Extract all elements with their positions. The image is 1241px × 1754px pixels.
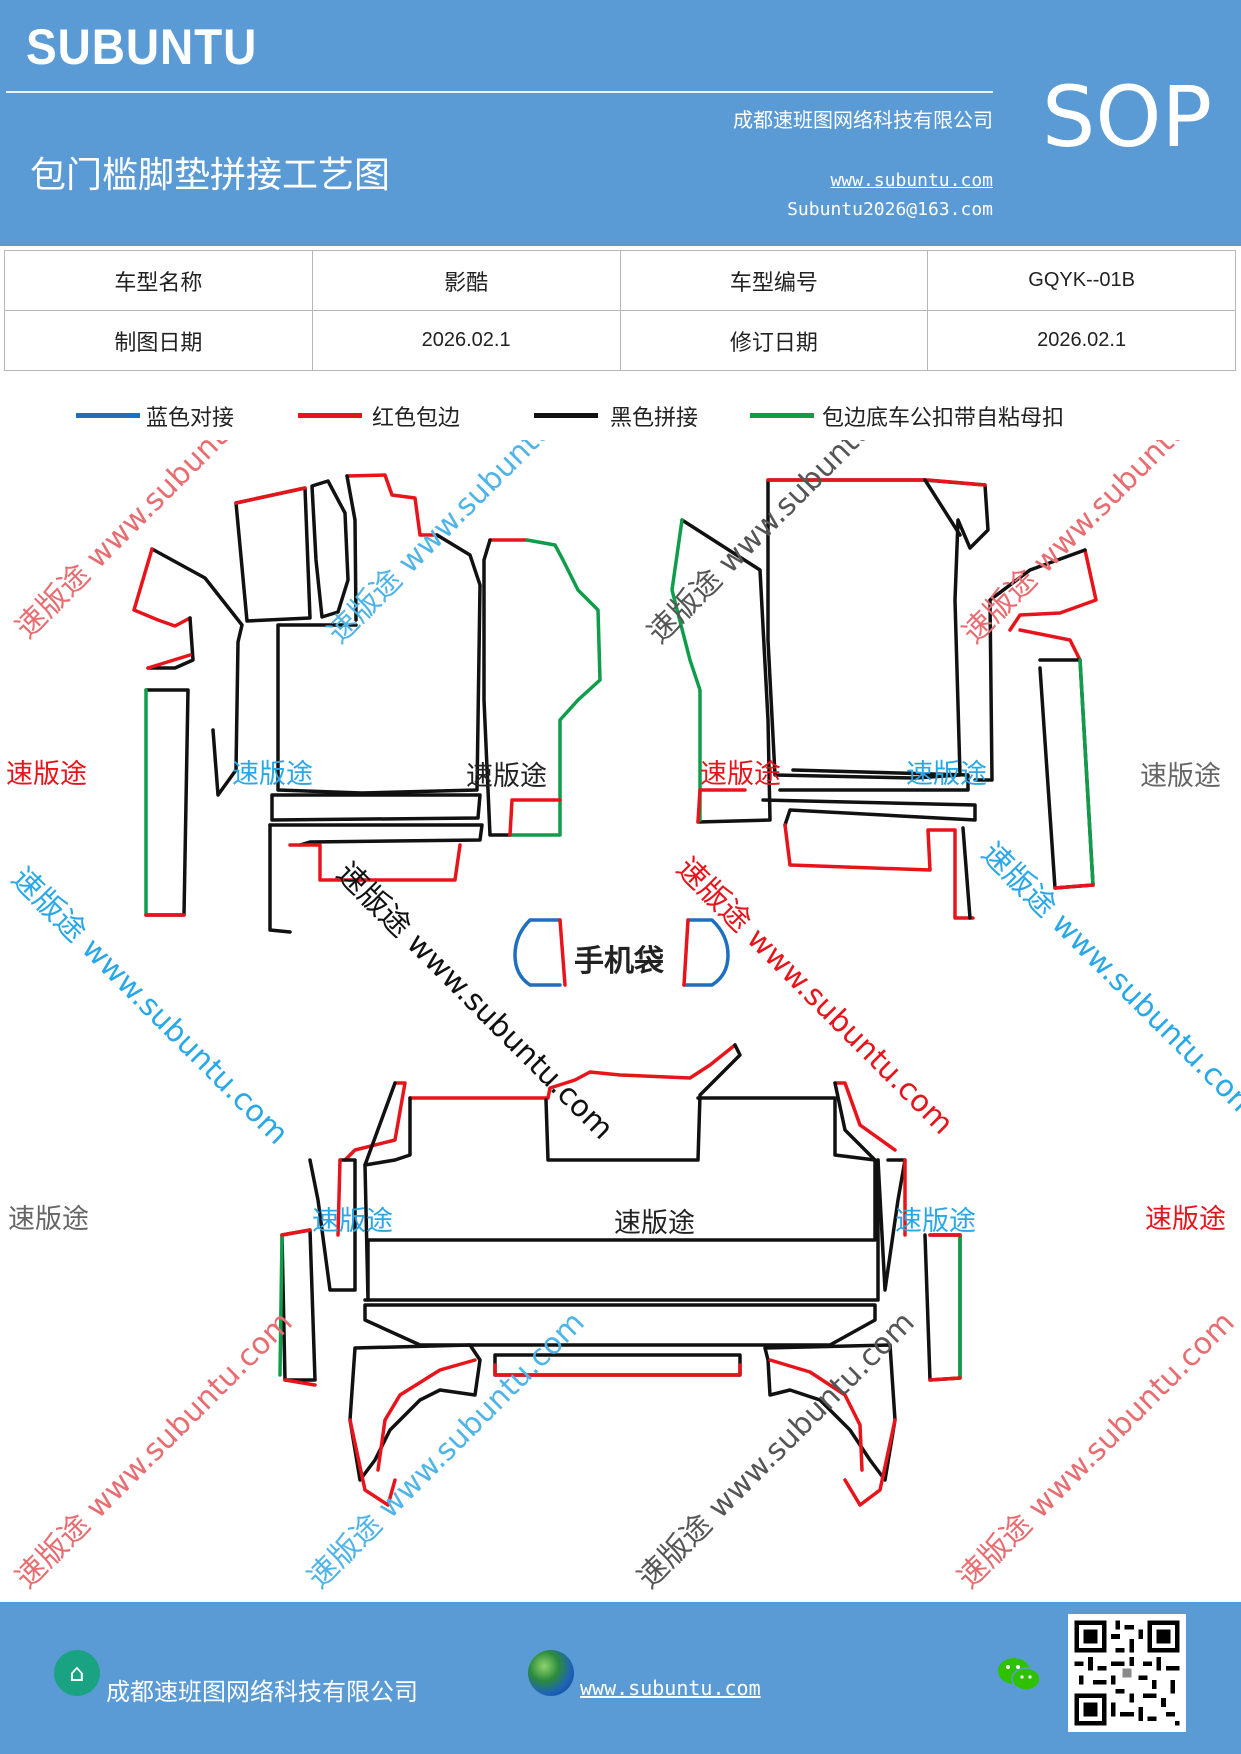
company-name: 成都速班图网络科技有限公司 (733, 108, 993, 132)
wechat-icon[interactable] (996, 1654, 1042, 1694)
model-name-label: 车型名称 (4, 250, 313, 311)
revise-date-label: 修订日期 (619, 310, 929, 371)
watermark-word: 速版途 (614, 1208, 695, 1239)
watermark-word: 速版途 (232, 759, 313, 790)
watermark-diag: 速版途 www.subuntu.com (956, 440, 1241, 651)
watermark-diag: 速版途 www.subuntu.com (974, 836, 1241, 1127)
page-title: 包门槛脚垫拼接工艺图 (30, 155, 391, 196)
globe-icon (528, 1650, 574, 1696)
qr-code (1068, 1614, 1186, 1732)
model-code-label: 车型编号 (619, 250, 929, 311)
info-row: 制图日期 2026.02.1 修订日期 2026.02.1 (4, 310, 1236, 371)
phone-pocket-left (513, 918, 567, 987)
watermark-word: 速版途 (6, 759, 87, 790)
watermark-diag: 速版途 www.subuntu.com (4, 861, 295, 1152)
watermark-word: 速版途 (1140, 761, 1221, 792)
watermark-diag: 速版途 www.subuntu.com (951, 1305, 1241, 1596)
watermark-diag: 速版途 www.subuntu.com (321, 440, 612, 651)
info-table: 车型名称 影酷 车型编号 GQYK--01B 制图日期 2026.02.1 修订… (4, 250, 1236, 371)
legend-label-blue: 蓝色对接 (146, 406, 235, 431)
watermark-diag: 速版途 www.subuntu.com (641, 440, 932, 651)
home-icon: ⌂ (54, 1650, 100, 1696)
legend-swatch-black (534, 413, 598, 418)
mat-bottom (278, 1043, 962, 1507)
mat-diagram: 速版途 速版途 速版途 速版途 速版途 速版途 速版途 速版途 速版途 速版途 … (4, 440, 1241, 1596)
legend-swatch-blue (76, 413, 140, 418)
legend-label-green: 包边底车公扣带自粘母扣 (822, 406, 1065, 431)
footer-website-link[interactable]: www.subuntu.com (580, 1676, 761, 1700)
website-link[interactable]: www.subuntu.com (830, 170, 993, 191)
revise-date-value: 2026.02.1 (927, 310, 1236, 371)
watermark-diag: 速版途 www.subuntu.com (329, 856, 620, 1147)
watermark-word: 速版途 (1145, 1204, 1226, 1235)
watermark-word: 速版途 (895, 1206, 976, 1237)
watermark-word: 速版途 (8, 1204, 89, 1235)
draw-date-label: 制图日期 (4, 310, 313, 371)
watermark-word: 速版途 (906, 759, 987, 790)
watermark-word: 速版途 (466, 761, 547, 792)
brand-logo: SUBUNTU (26, 19, 258, 75)
header-band: SUBUNTU 成都速班图网络科技有限公司 包门槛脚垫拼接工艺图 www.sub… (0, 0, 1241, 246)
model-name-value: 影酷 (311, 250, 621, 311)
info-row: 车型名称 影酷 车型编号 GQYK--01B (4, 250, 1236, 311)
phone-pocket-label: 手机袋 (574, 944, 664, 979)
sop-badge: SOP (1042, 68, 1213, 166)
footer-company: 成都速班图网络科技有限公司 (106, 1678, 418, 1706)
header-rule (6, 91, 993, 93)
footer-band: ⌂ 成都速班图网络科技有限公司 www.subuntu.com (0, 1602, 1241, 1754)
model-code-value: GQYK--01B (927, 250, 1236, 311)
legend-label-red: 红色包边 (372, 406, 461, 431)
phone-pocket-right (682, 918, 730, 987)
legend-swatch-green (750, 413, 814, 418)
mat-top-right (670, 478, 1098, 920)
legend-swatch-red (298, 413, 362, 418)
draw-date-value: 2026.02.1 (311, 310, 621, 371)
watermark-diag: 速版途 www.subuntu.com (9, 1305, 300, 1596)
email-address[interactable]: Subuntu2026@163.com (787, 199, 993, 220)
mat-top-left (132, 473, 602, 934)
legend: 蓝色对接 红色包边 黑色拼接 包边底车公扣带自粘母扣 (0, 402, 1241, 442)
watermark-diag: 速版途 www.subuntu.com (9, 440, 300, 646)
watermark-word: 速版途 (700, 759, 781, 790)
watermark-words: 速版途 速版途 速版途 速版途 速版途 速版途 速版途 速版途 速版途 速版途 … (6, 759, 1226, 1239)
legend-label-black: 黑色拼接 (610, 406, 699, 431)
watermark-diag: 速版途 www.subuntu.com (301, 1305, 592, 1596)
watermark-word: 速版途 (312, 1206, 393, 1237)
